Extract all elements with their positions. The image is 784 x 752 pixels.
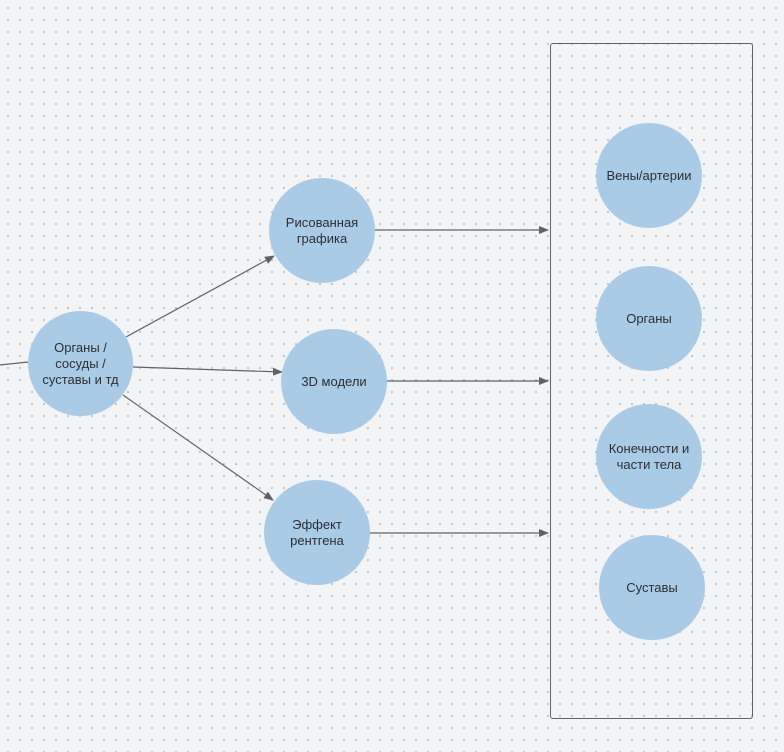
- source-node-label: Органы / сосуды / суставы и тд: [42, 339, 119, 387]
- joints-node[interactable]: Суставы: [599, 535, 705, 640]
- joints-label: Суставы: [626, 579, 678, 595]
- edge-source-to-drawn[interactable]: [125, 255, 275, 338]
- drawn-graphics-label: Рисованная графика: [285, 214, 359, 246]
- source-node[interactable]: Органы / сосуды / суставы и тд: [28, 311, 133, 416]
- 3d-models-node[interactable]: 3D модели: [281, 329, 387, 434]
- veins-arteries-label: Вены/артерии: [606, 167, 692, 183]
- xray-effect-node[interactable]: Эффект рентгена: [264, 480, 370, 585]
- edge-source-to-3d[interactable]: [132, 366, 283, 376]
- organs-label: Органы: [626, 310, 672, 326]
- veins-arteries-node[interactable]: Вены/артерии: [596, 123, 702, 228]
- category-container[interactable]: [550, 43, 753, 719]
- 3d-models-label: 3D модели: [301, 373, 367, 389]
- organs-node[interactable]: Органы: [596, 266, 702, 371]
- edge-source-to-xray[interactable]: [122, 394, 274, 501]
- limbs-node[interactable]: Конечности и части тела: [596, 404, 702, 509]
- limbs-label: Конечности и части тела: [608, 440, 690, 472]
- incoming-edge[interactable]: [0, 361, 29, 366]
- xray-effect-label: Эффект рентгена: [290, 516, 344, 548]
- drawn-graphics-node[interactable]: Рисованная графика: [269, 178, 375, 283]
